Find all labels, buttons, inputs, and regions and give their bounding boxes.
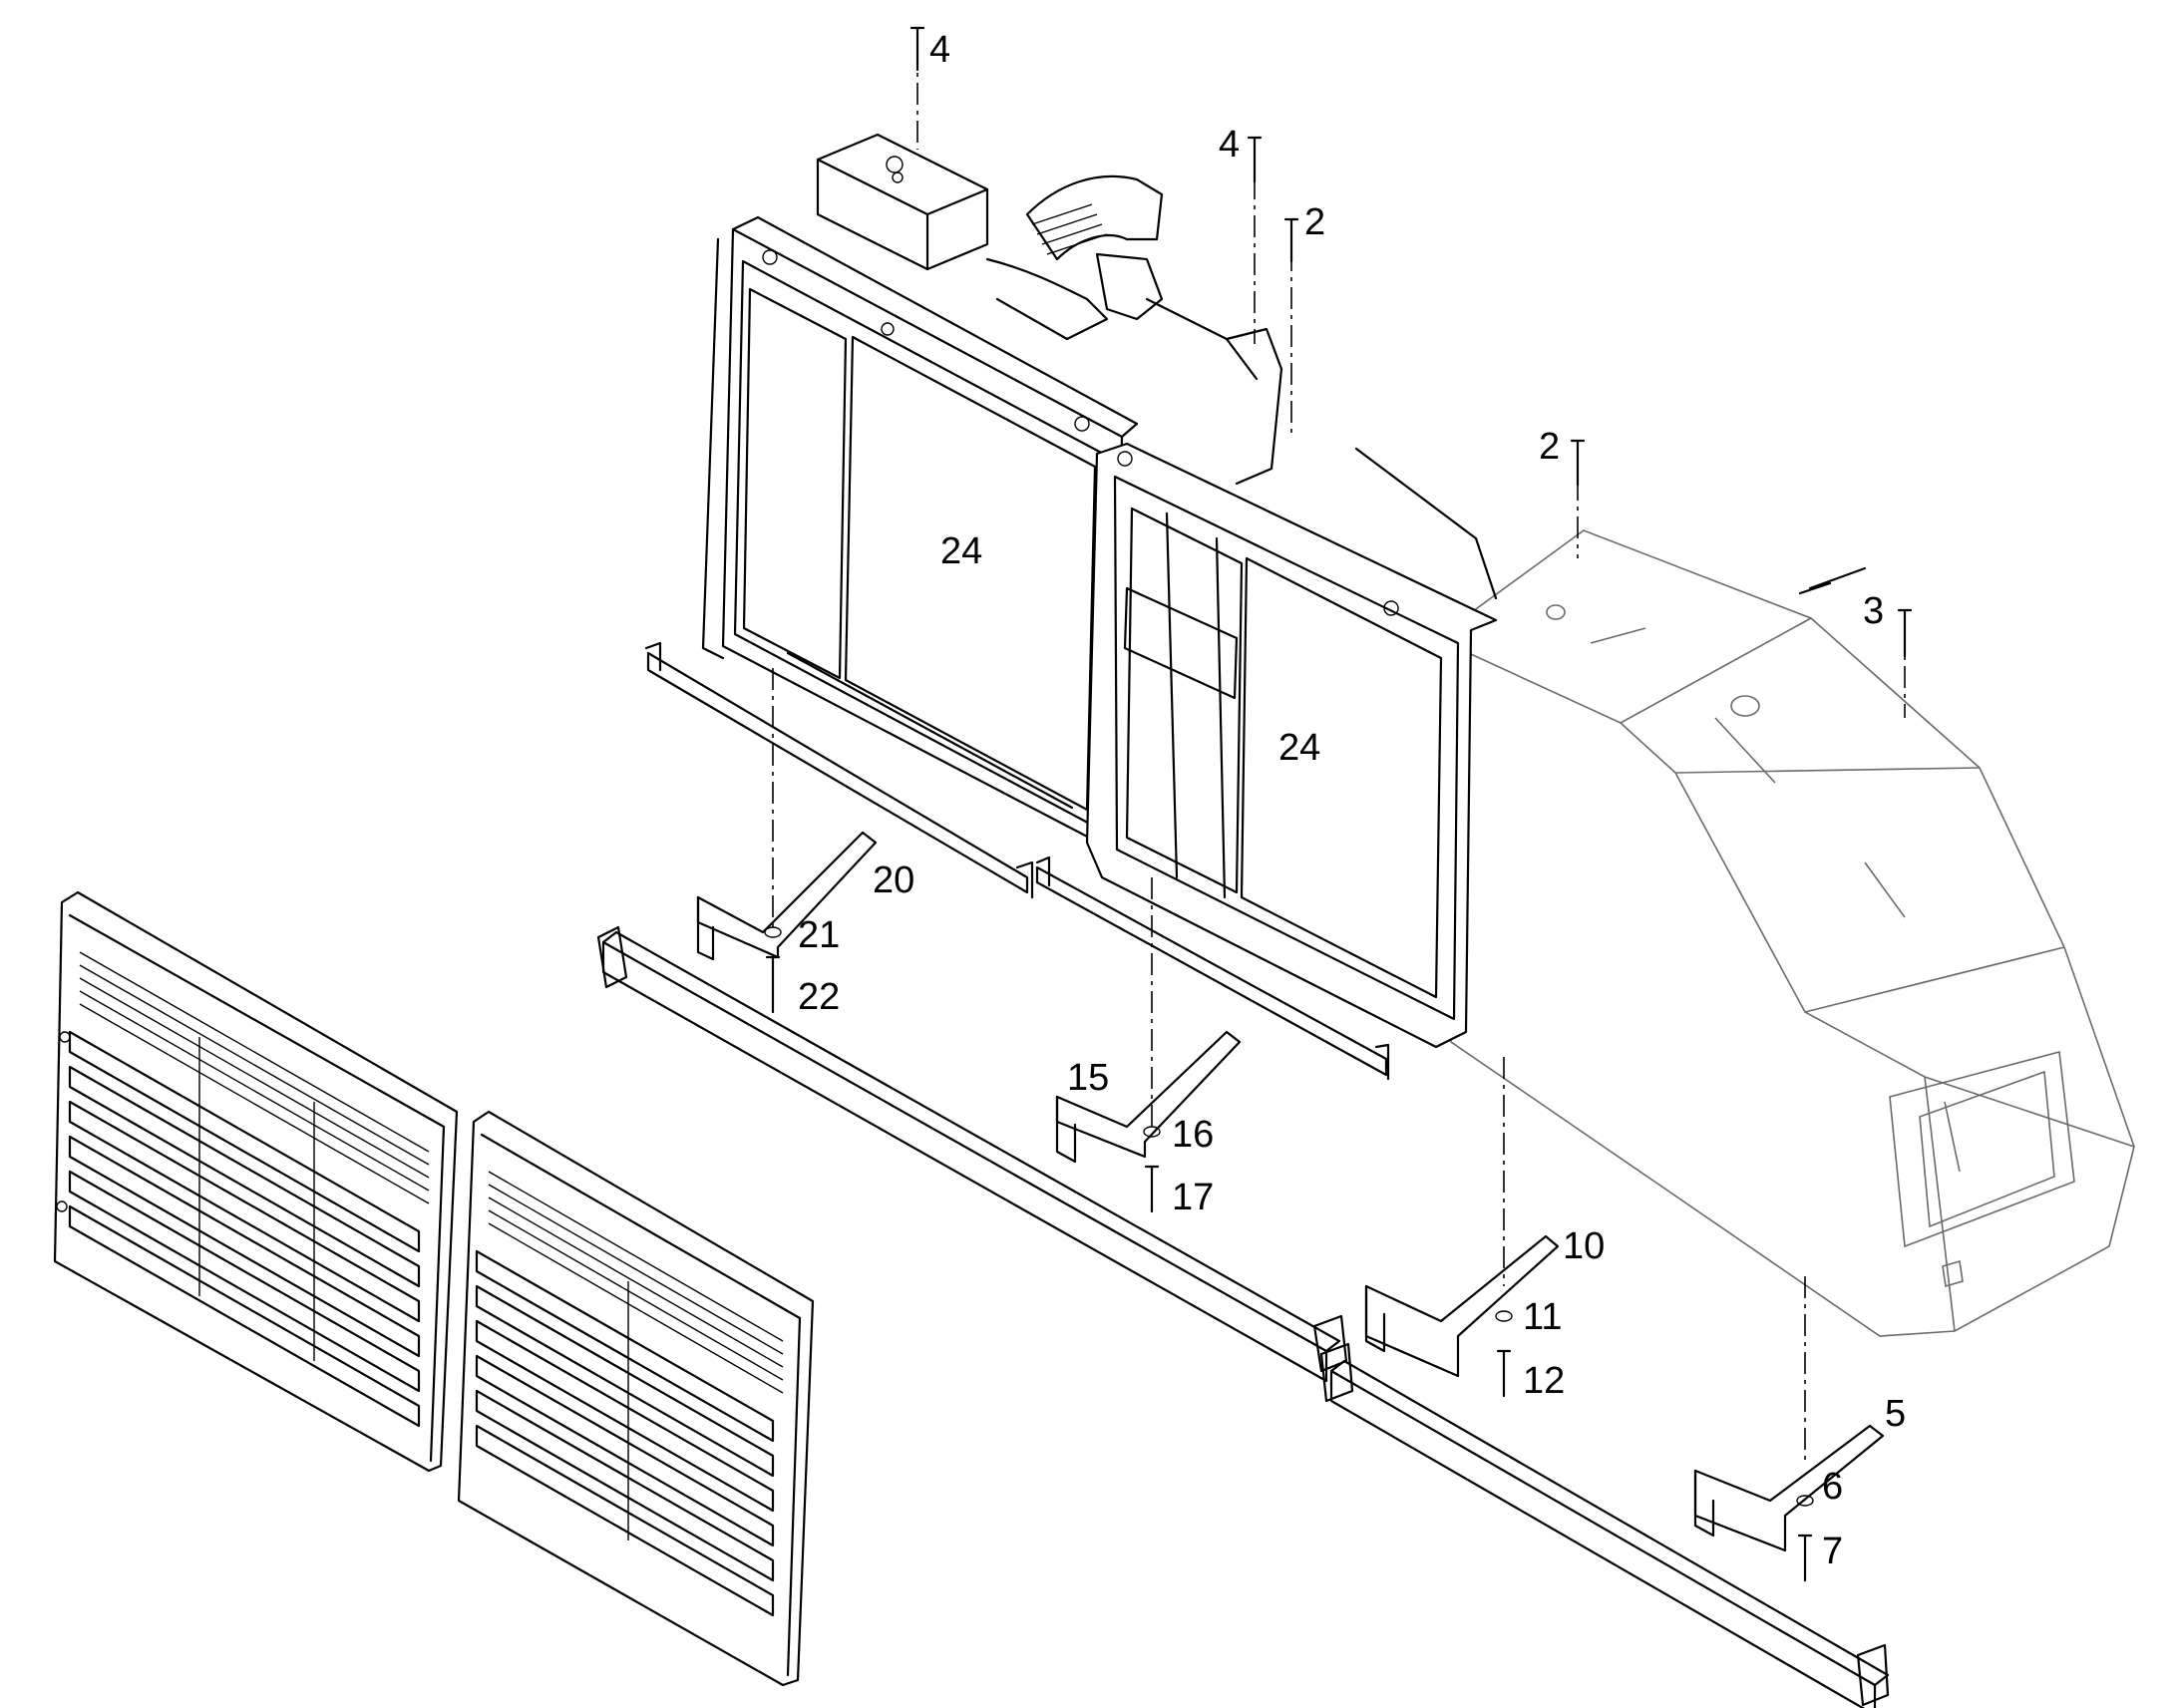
grille-right xyxy=(457,1110,815,1687)
callout-5: 5 xyxy=(1885,1393,1906,1435)
callout-12: 12 xyxy=(1523,1360,1565,1402)
callout-2-upper: 2 xyxy=(1304,201,1325,243)
callout-4-top: 4 xyxy=(929,29,950,71)
callout-24-right: 24 xyxy=(1278,727,1320,769)
callout-22: 22 xyxy=(798,976,840,1018)
base-rail-rear xyxy=(1319,1342,1890,1708)
radiator-right xyxy=(1085,442,1498,1049)
callout-2-hood: 2 xyxy=(1539,426,1560,468)
callout-4: 4 xyxy=(1219,124,1240,166)
callout-11: 11 xyxy=(1523,1296,1562,1338)
radiator-strap-left xyxy=(644,641,1034,899)
callout-labels: 4 4 2 2 3 24 24 20 21 22 15 16 17 10 11 … xyxy=(798,29,1906,1572)
callout-16: 16 xyxy=(1172,1114,1214,1156)
bolts xyxy=(764,26,1913,1582)
bracket-20 xyxy=(696,831,878,961)
callout-17: 17 xyxy=(1172,1177,1214,1218)
grille-left xyxy=(53,890,459,1473)
bracket-15 xyxy=(1055,1030,1242,1164)
bracket-5 xyxy=(1693,1424,1885,1552)
callout-6: 6 xyxy=(1822,1466,1843,1508)
callout-15: 15 xyxy=(1067,1057,1109,1099)
engine-top xyxy=(816,133,1283,486)
callout-10: 10 xyxy=(1563,1225,1605,1267)
callout-20: 20 xyxy=(873,859,914,901)
base-rail-front xyxy=(596,925,1348,1383)
callout-3: 3 xyxy=(1863,590,1884,632)
callout-24-left: 24 xyxy=(940,530,982,572)
engine-hood xyxy=(1415,529,2135,1337)
callout-7: 7 xyxy=(1822,1531,1843,1572)
radiator-strap-right xyxy=(1035,855,1390,1081)
bracket-10 xyxy=(1364,1234,1560,1378)
callout-21: 21 xyxy=(798,914,840,956)
radiator-left xyxy=(701,215,1139,852)
center-lines xyxy=(772,45,1906,1466)
